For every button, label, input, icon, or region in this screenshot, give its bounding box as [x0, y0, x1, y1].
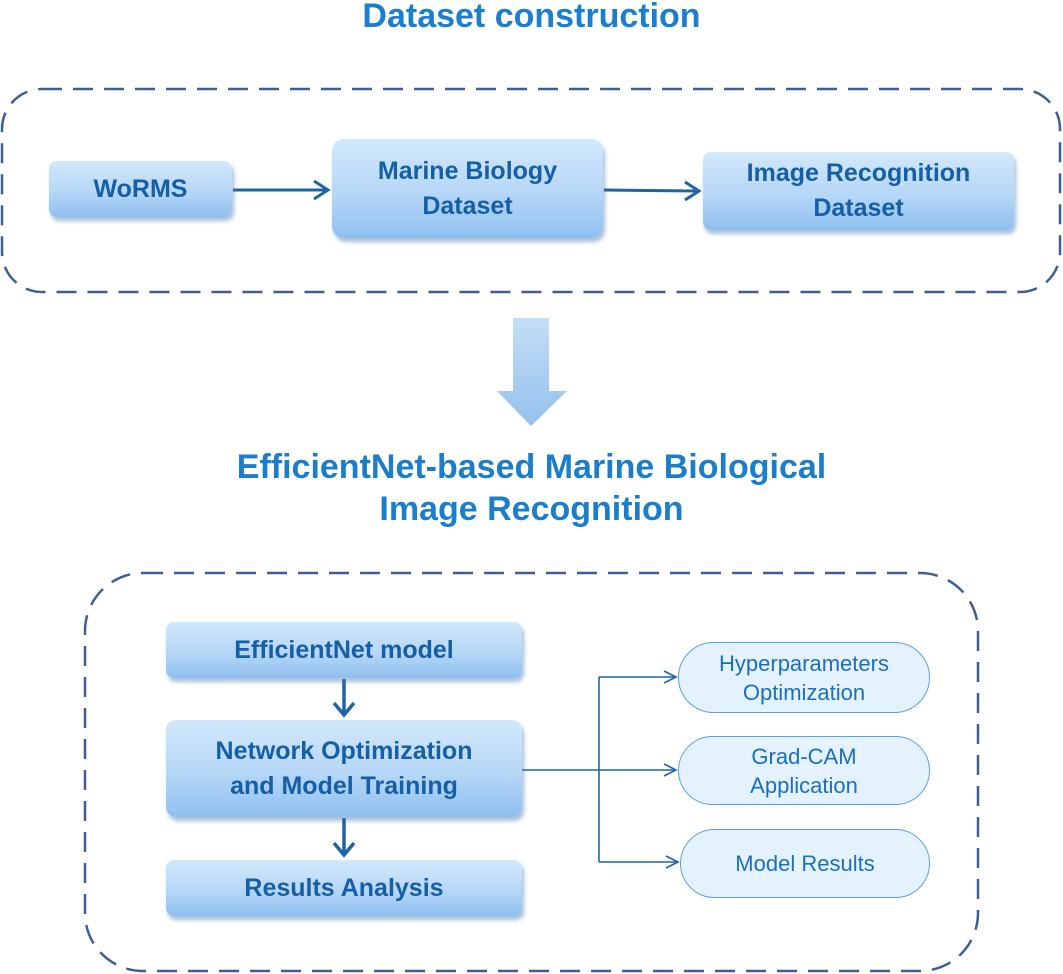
dataset-construction-title: Dataset construction	[362, 0, 701, 35]
recognition-title: EfficientNet-based Marine Biological Ima…	[0, 446, 1063, 530]
recognition-container	[83, 571, 980, 973]
model-results-label: Model Results	[735, 851, 875, 876]
hyperparameters-label-line-2: Optimization	[742, 679, 866, 705]
hyperparameters-label-line-1: Hyperparameters	[719, 650, 889, 676]
gradcam-label-line-2: Application	[750, 772, 858, 798]
efficientnet-model-box: EfficientNet model	[166, 622, 522, 678]
network-optimization-label-line-1: Network Optimization	[215, 736, 473, 765]
marine-biology-label-line-2: Dataset	[422, 191, 513, 220]
gradcam-label-line-1: Grad-CAM	[751, 743, 857, 769]
results-analysis-label: Results Analysis	[244, 873, 444, 902]
image-recognition-label-line-1: Image Recognition	[746, 159, 971, 187]
worms-box: WoRMS	[49, 161, 232, 217]
network-optimization-box: Network Optimization and Model Training	[166, 720, 522, 817]
branch-connectors	[522, 670, 680, 869]
grad-cam-application-pill: Grad-CAM Application	[678, 736, 930, 805]
results-analysis-box: Results Analysis	[166, 860, 522, 916]
dataset-container	[0, 87, 1062, 294]
worms-label: WoRMS	[93, 174, 188, 203]
marine-biology-dataset-box: Marine Biology Dataset	[332, 139, 603, 238]
marine-biology-label-line-1: Marine Biology	[377, 156, 558, 185]
big-down-arrow	[497, 318, 567, 426]
hyperparameters-optimization-pill: Hyperparameters Optimization	[678, 642, 930, 713]
image-recognition-dataset-box: Image Recognition Dataset	[703, 152, 1014, 230]
arrow-marine-to-image	[603, 180, 702, 202]
efficientnet-model-label: EfficientNet model	[234, 635, 454, 664]
recognition-title-line-2: Image Recognition	[379, 490, 684, 528]
recognition-title-line-1: EfficientNet-based Marine Biological	[236, 448, 827, 486]
arrow-worms-to-marine	[233, 179, 331, 201]
image-recognition-label-line-2: Dataset	[813, 194, 904, 222]
arrow-model-to-training	[332, 679, 356, 718]
network-optimization-label-line-2: and Model Training	[230, 771, 458, 800]
model-results-pill: Model Results	[680, 829, 930, 898]
arrow-training-to-results	[332, 818, 356, 858]
